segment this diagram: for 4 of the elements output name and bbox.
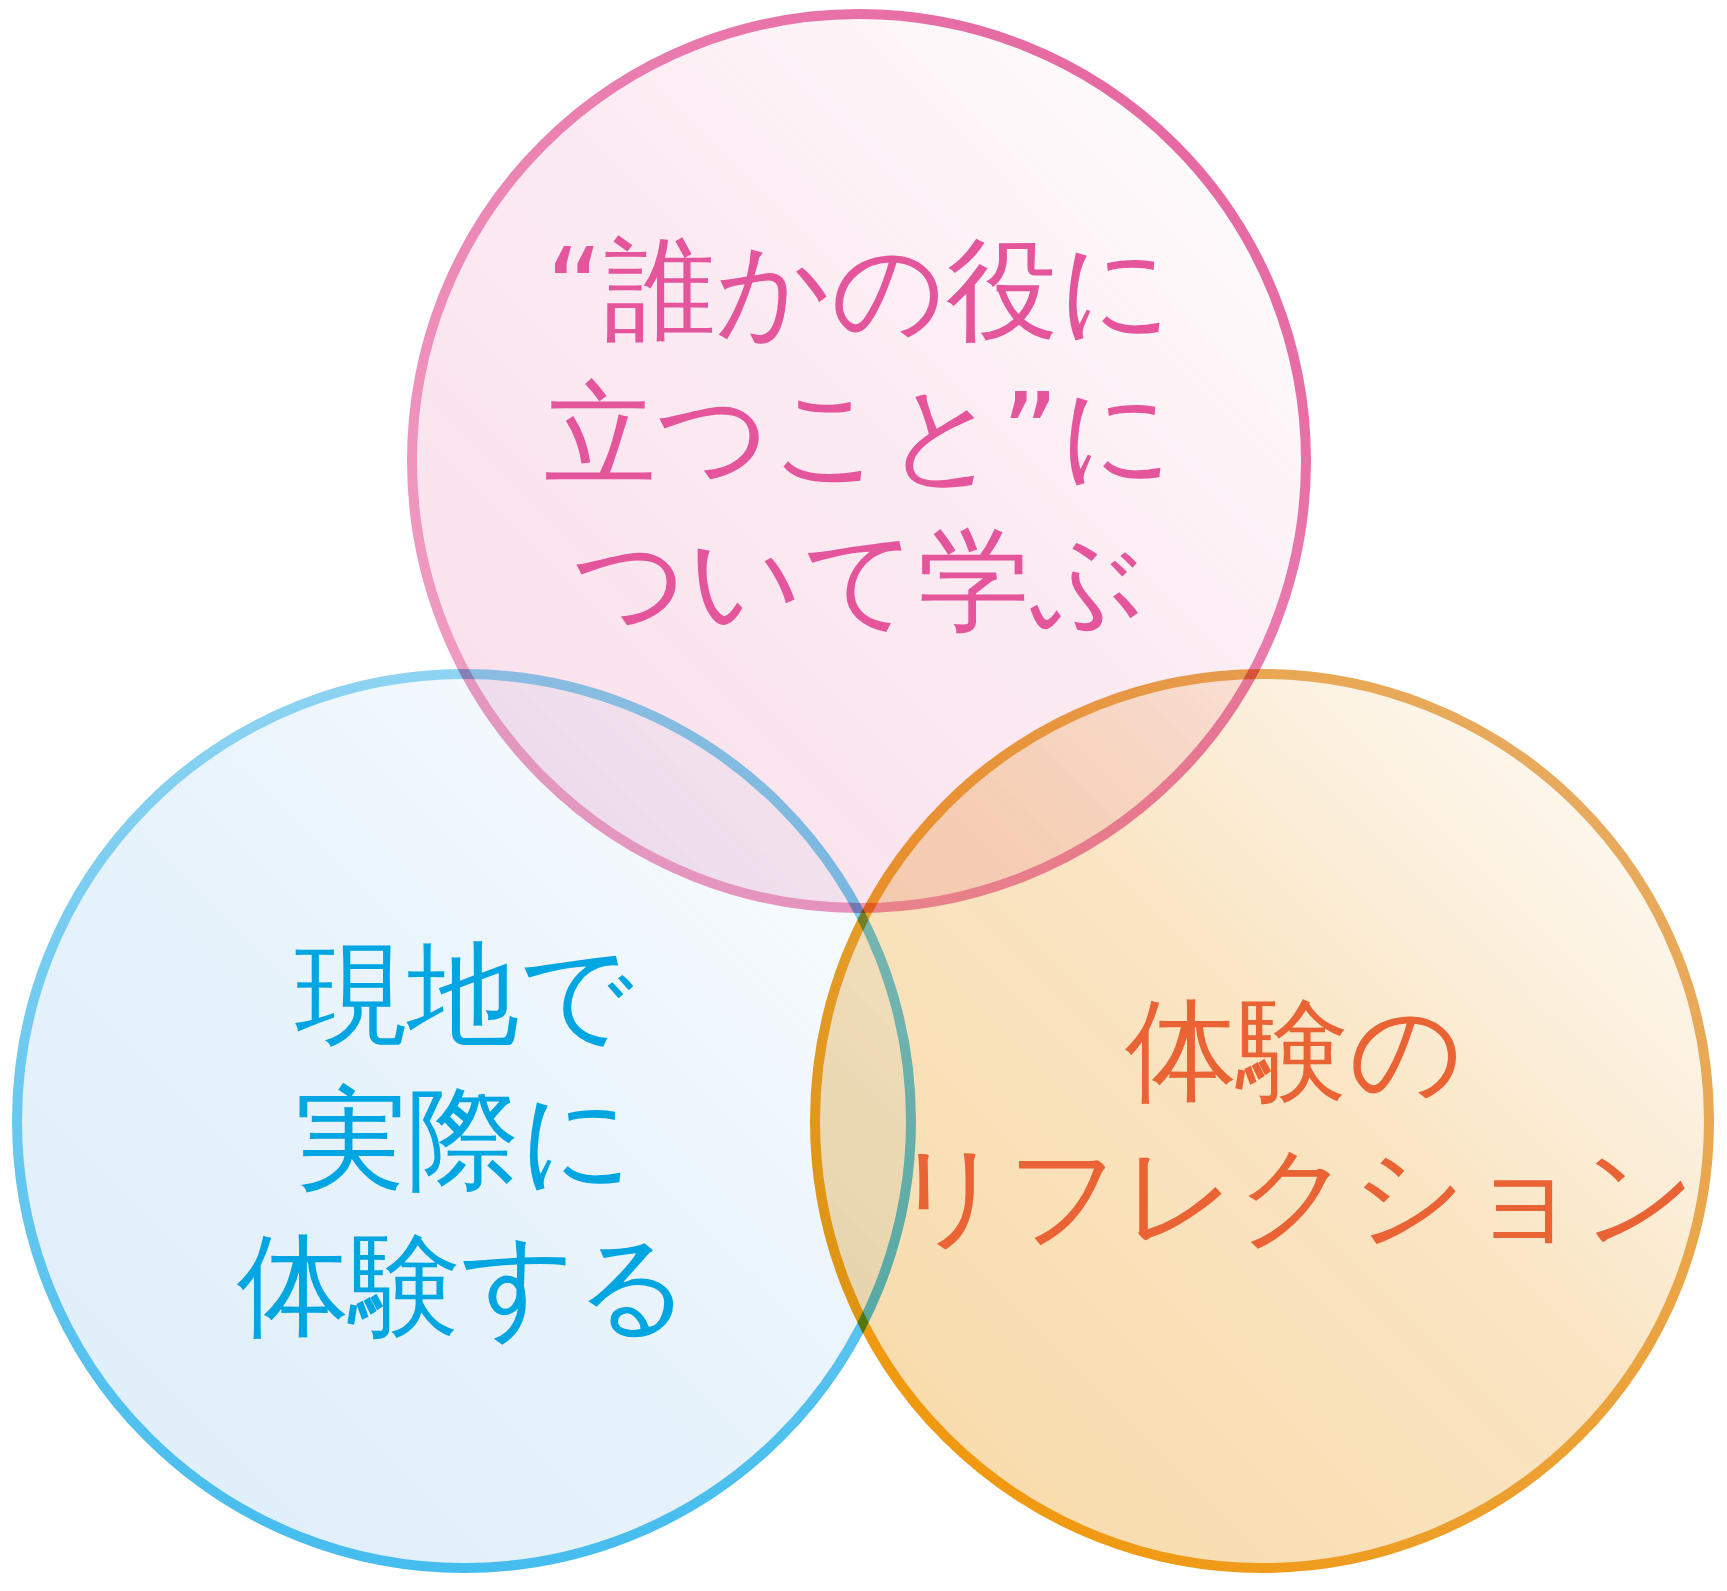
venn-label: 体験のリフレクション	[891, 983, 1697, 1263]
venn-label: 現地で実際に体験する	[237, 927, 691, 1352]
venn-circle	[810, 669, 1714, 1573]
venn-label: “誰かの役に立つこと”について学ぶ	[544, 222, 1175, 647]
